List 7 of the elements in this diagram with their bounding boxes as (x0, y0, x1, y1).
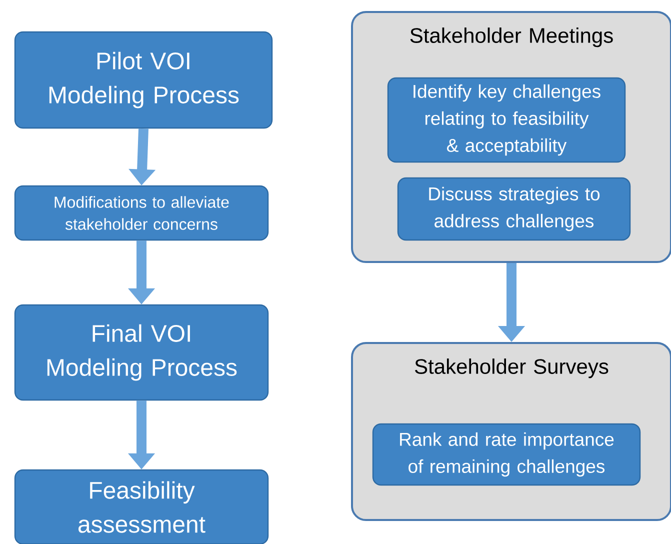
process-box: Pilot VOI Modeling Process (14, 31, 273, 129)
process-box: Discuss strategies to address challenges (397, 177, 631, 241)
process-box: Feasibility assessment (14, 469, 269, 544)
process-box: Final VOI Modeling Process (14, 304, 269, 401)
process-box: Rank and rate importance of remaining challenges (372, 423, 641, 486)
process-box: Modifications to alleviate stakeholder concerns (14, 185, 269, 241)
process-box: Identify key challenges relating to feasibility & acceptability (387, 77, 626, 163)
